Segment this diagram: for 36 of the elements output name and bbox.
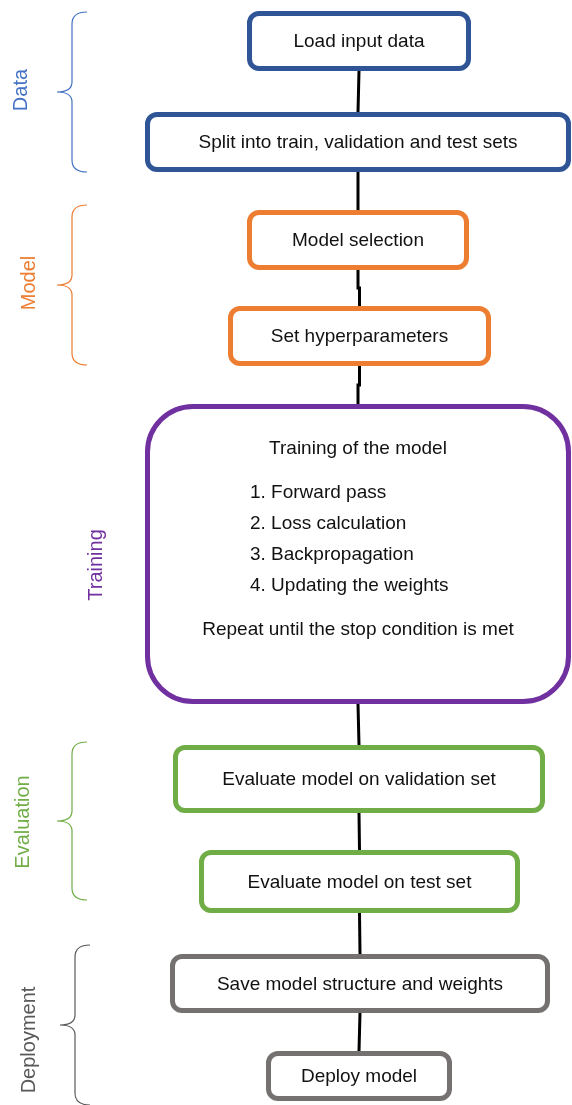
connector-line (357, 1012, 362, 1052)
connector-line (356, 366, 361, 404)
connector-line (356, 172, 360, 210)
group-label: Deployment (16, 986, 40, 1094)
box-heading: Training of the model (269, 437, 447, 459)
group-label: Data (8, 68, 32, 112)
process-box (173, 745, 545, 813)
process-box (247, 11, 471, 71)
box-text: Load input data (293, 30, 425, 52)
process-box (145, 112, 571, 172)
process-box (170, 954, 550, 1013)
box-text: Evaluate model on test set (247, 870, 472, 893)
process-box (247, 210, 469, 270)
box-text: Deploy model (300, 1065, 418, 1087)
group-label: Evaluation (10, 775, 34, 869)
connector-line (356, 70, 361, 113)
list-item: 1. Forward pass (250, 481, 387, 503)
process-box (228, 306, 491, 366)
group-label: Training (83, 529, 107, 601)
process-box (199, 850, 520, 913)
box-text: Model selection (292, 229, 424, 251)
list-item: 2. Loss calculation (250, 512, 407, 534)
connector-line (358, 912, 362, 955)
process-box (145, 404, 571, 704)
list-item: 4. Updating the weights (250, 574, 449, 596)
box-text: Repeat until the stop condition is met (202, 618, 514, 640)
box-text: Save model structure and weights (216, 972, 504, 995)
process-box (266, 1051, 452, 1101)
connector-line (356, 270, 361, 306)
box-text: Split into train, validation and test sets (198, 131, 518, 153)
connector-line (356, 703, 361, 746)
connector-line (357, 812, 361, 851)
box-text: Set hyperparameters (270, 325, 449, 347)
group-label: Model (16, 255, 40, 311)
list-item: 3. Backpropagation (250, 543, 414, 565)
box-text: Evaluate model on validation set (222, 768, 496, 790)
